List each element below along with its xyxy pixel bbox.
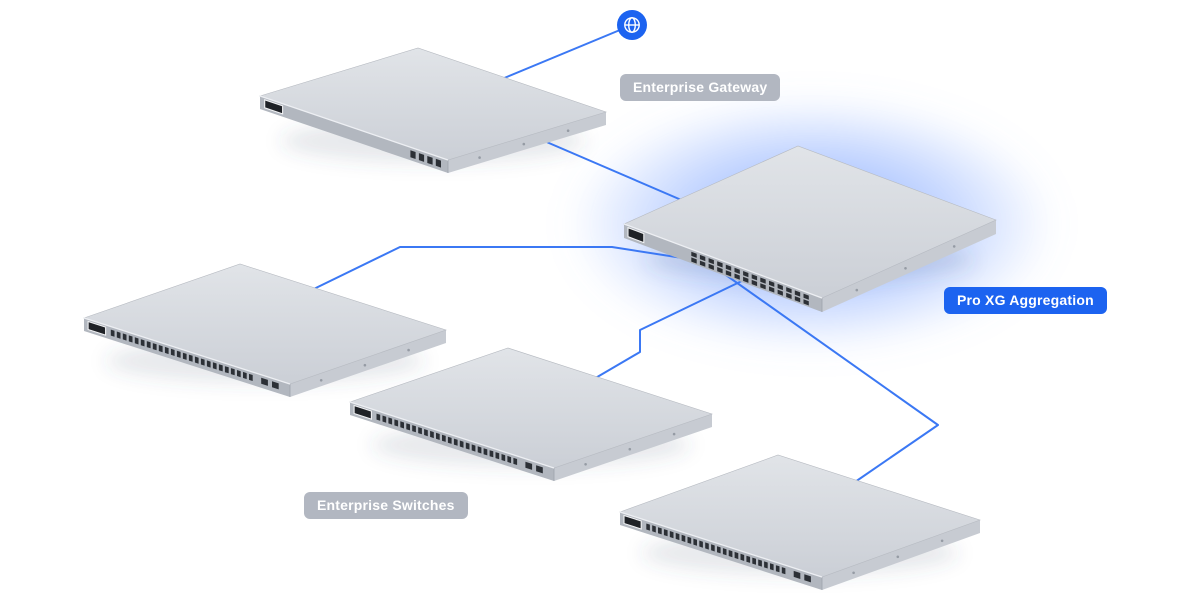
link-aggregation-to-switch-2 — [574, 277, 749, 391]
device-enterprise-switch-2 — [349, 347, 713, 481]
device-display — [623, 514, 642, 530]
link-internet-to-gateway — [496, 24, 633, 82]
device-display — [353, 404, 372, 420]
link-aggregation-to-switch-1 — [284, 246, 709, 304]
device-pro-xg-aggregation — [623, 145, 997, 312]
globe-icon — [617, 10, 647, 40]
device-enterprise-switch-3 — [619, 454, 981, 590]
device-enterprise-switch-1 — [83, 263, 447, 397]
link-aggregation-to-switch-3 — [715, 267, 939, 483]
enterprise-switches-label: Enterprise Switches — [304, 492, 468, 519]
device-enterprise-gateway — [259, 47, 607, 173]
link-gateway-to-aggregation — [527, 133, 701, 209]
device-display — [264, 99, 284, 115]
pro-xg-aggregation-label: Pro XG Aggregation — [944, 287, 1107, 314]
device-display — [627, 226, 645, 244]
device-display — [87, 320, 107, 336]
enterprise-gateway-label: Enterprise Gateway — [620, 74, 781, 101]
